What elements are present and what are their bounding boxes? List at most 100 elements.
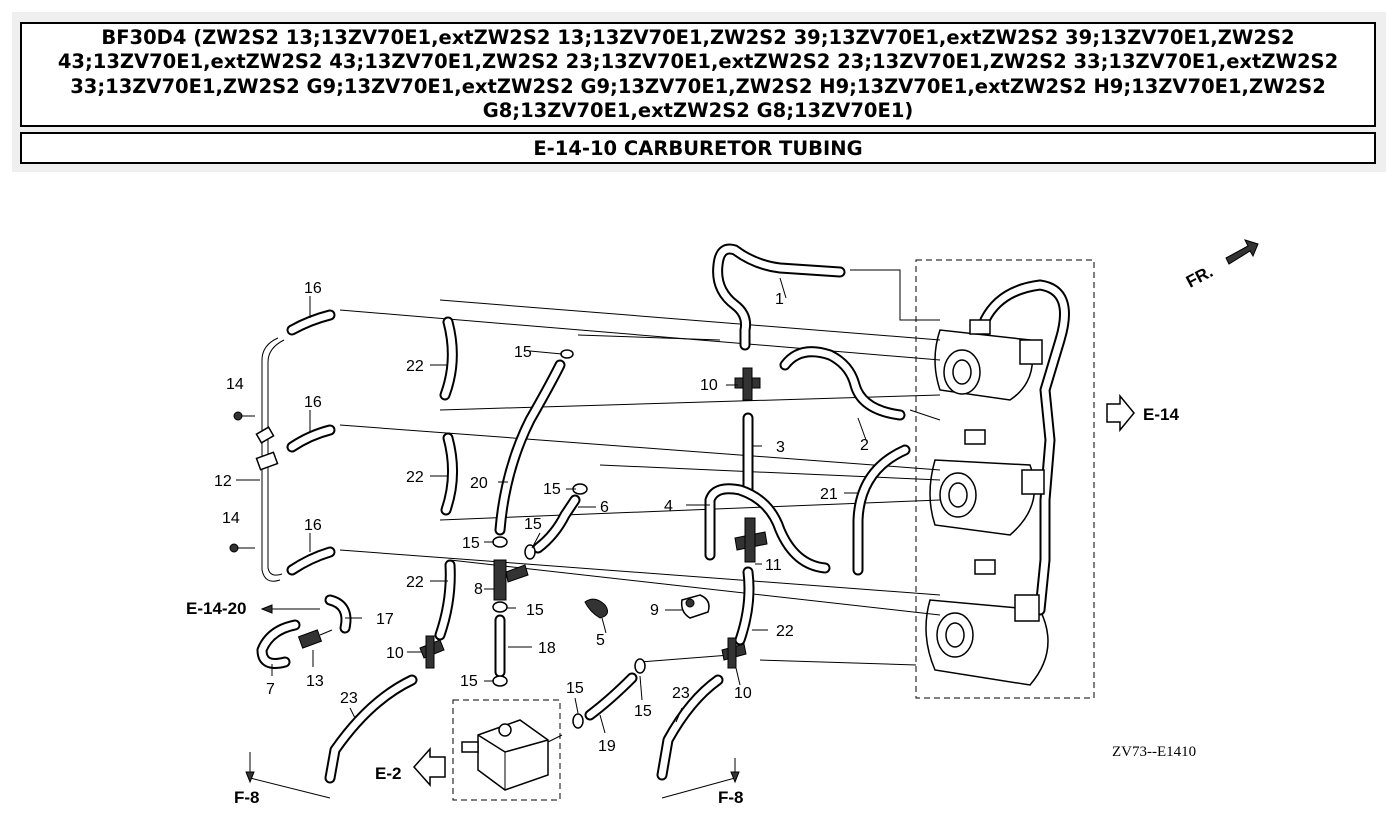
- hose-21: [852, 444, 911, 576]
- fuel-filter-frame: [452, 699, 561, 801]
- callout-22-a: 22: [406, 358, 424, 375]
- callout-5: 5: [596, 632, 605, 649]
- hose-23-right: [656, 674, 724, 781]
- callout-23-right: 23: [672, 685, 690, 702]
- hose-19: [584, 672, 638, 721]
- callout-14-bottom: 14: [222, 510, 240, 527]
- carburetor-body-top: [934, 329, 1034, 401]
- clip-9: [680, 594, 710, 619]
- callout-19: 19: [598, 738, 616, 755]
- hose-22-middle: [440, 432, 459, 516]
- fitting-middle: [964, 429, 986, 445]
- clamp-12a: [255, 451, 279, 471]
- model-title-box: BF30D4 (ZW2S2 13;13ZV70E1,extZW2S2 13;13…: [20, 22, 1376, 127]
- f8-left-arrow: [245, 752, 331, 799]
- callout-10-top: 10: [700, 377, 718, 394]
- hose-2: [779, 346, 906, 421]
- joint-11: [734, 517, 768, 563]
- header-panel: BF30D4 (ZW2S2 13;13ZV70E1,extZW2S2 13;13…: [12, 12, 1386, 172]
- callout-15-g: 15: [566, 680, 584, 697]
- solenoid-bottom: [1014, 594, 1040, 622]
- callout-18: 18: [538, 640, 556, 657]
- callout-15-b: 15: [543, 481, 561, 498]
- fitting-bottom: [974, 559, 996, 575]
- joint-10-top: [734, 367, 761, 401]
- hose-16-bottom: [286, 546, 336, 576]
- screw-14-bottom: [229, 543, 255, 553]
- ref-e14: E-14: [1143, 405, 1179, 424]
- vent-tube-12: [255, 337, 285, 582]
- callout-12: 12: [214, 473, 232, 490]
- callout-16-bottom: 16: [304, 517, 322, 534]
- hose-22-top: [439, 316, 458, 401]
- callout-20: 20: [470, 475, 488, 492]
- fitting-top: [969, 319, 991, 335]
- hose-7: [256, 619, 301, 669]
- callout-10-right: 10: [734, 685, 752, 702]
- callout-22-b: 22: [406, 469, 424, 486]
- callout-4: 4: [664, 498, 673, 515]
- callout-14-top: 14: [226, 376, 244, 393]
- hose-23-left: [324, 674, 418, 784]
- screw-14-top: [233, 411, 255, 421]
- section-title-box: E-14-10 CARBURETOR TUBING: [20, 132, 1376, 164]
- joint-10-left: [419, 635, 445, 669]
- callout-6: 6: [600, 499, 609, 516]
- carburetor-assembly: [915, 259, 1095, 699]
- callout-15-c: 15: [524, 516, 542, 533]
- clamp-12b: [255, 426, 275, 444]
- callout-15-a: 15: [514, 344, 532, 361]
- callout-10-left: 10: [386, 645, 404, 662]
- callout-7: 7: [266, 681, 275, 698]
- clamps-15: [492, 349, 646, 729]
- callout-15-e: 15: [526, 602, 544, 619]
- callout-13: 13: [306, 673, 324, 690]
- callout-15-d: 15: [462, 535, 480, 552]
- callout-15-f: 15: [460, 673, 478, 690]
- callout-3: 3: [776, 439, 785, 456]
- fuel-filter-assembly: [452, 699, 563, 801]
- callout-23-left: 23: [340, 690, 358, 707]
- callout-11: 11: [765, 557, 782, 574]
- e14-20-arrow: [260, 604, 320, 614]
- callout-15-h: 15: [634, 703, 652, 720]
- hose-4: [704, 483, 831, 574]
- callout-1: 1: [775, 291, 784, 308]
- model-title: BF30D4 (ZW2S2 13;13ZV70E1,extZW2S2 13;13…: [57, 25, 1339, 123]
- hose-16-middle: [286, 424, 336, 453]
- carburetor-body-middle: [929, 459, 1036, 536]
- e2-arrow: [412, 747, 446, 787]
- callout-22-c: 22: [406, 574, 424, 591]
- callout-leaders: [236, 277, 867, 734]
- leader-lines: [339, 269, 941, 666]
- callout-9: 9: [650, 602, 659, 619]
- ref-f8-right: F-8: [718, 788, 744, 807]
- callout-16-top: 16: [304, 280, 322, 297]
- ref-e14-20: E-14-20: [186, 599, 246, 618]
- callout-2: 2: [860, 437, 869, 454]
- callout-17: 17: [376, 611, 394, 628]
- hose-22-lower-right: [734, 566, 755, 646]
- hose-1: [712, 243, 846, 351]
- hose-20: [494, 359, 566, 536]
- e14-arrow: [1106, 393, 1135, 433]
- solenoid-middle: [1021, 469, 1045, 495]
- hose-17: [324, 594, 352, 634]
- callout-8: 8: [474, 581, 483, 598]
- solenoid-top: [1019, 339, 1043, 365]
- joint-13: [297, 629, 333, 649]
- hose-22-lower-left: [434, 559, 456, 641]
- callout-labels: 1 2 3 4 5 6 7 8 9 10 10 10 11 12 13 14 1…: [214, 280, 869, 755]
- f8-right-arrow: [661, 758, 740, 799]
- front-marker: FR.: [1183, 262, 1216, 292]
- hose-6: [532, 494, 581, 554]
- callout-16-middle: 16: [304, 394, 322, 411]
- ref-f8-left: F-8: [234, 788, 260, 807]
- hose-16-top: [286, 309, 336, 336]
- drawing-code: ZV73--E1410: [1112, 744, 1196, 760]
- joint-8: [493, 559, 529, 601]
- clip-5: [584, 598, 609, 619]
- front-arrow-icon: [1225, 239, 1259, 265]
- ref-e2: E-2: [375, 764, 401, 783]
